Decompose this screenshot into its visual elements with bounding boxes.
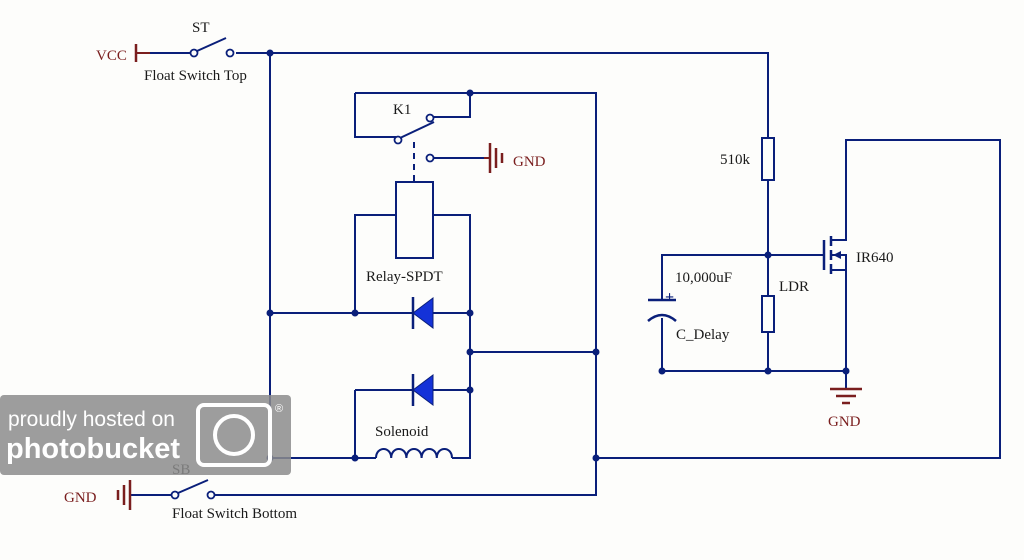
vcc-label: VCC xyxy=(96,48,127,64)
resistor-510k-label: 510k xyxy=(720,152,751,168)
st-label: ST xyxy=(192,20,210,36)
mosfet-drain xyxy=(831,235,847,241)
resistor-510k xyxy=(761,137,775,181)
mosfet-arrow xyxy=(833,251,841,259)
relay-no-contact xyxy=(425,113,435,123)
junction-dot-5 xyxy=(842,367,850,375)
relay-diode-triangle xyxy=(412,297,434,329)
k1-label: K1 xyxy=(393,102,411,118)
junction-dot-9 xyxy=(466,348,474,356)
wire-13 xyxy=(354,93,396,138)
watermark-background xyxy=(0,395,291,475)
capacitor-value-label: 10,000uF xyxy=(675,270,732,286)
relay-nc-contact xyxy=(425,153,435,163)
ldr-resistor xyxy=(761,295,775,333)
capacitor-plate-bottom xyxy=(647,313,677,322)
junction-dot-1 xyxy=(466,89,474,97)
wire-11 xyxy=(215,92,597,496)
junction-dot-6 xyxy=(266,309,274,317)
switch-st-contact-left xyxy=(189,48,199,58)
relay-gnd-label: GND xyxy=(513,154,546,170)
junction-dot-13 xyxy=(592,454,600,462)
components xyxy=(116,37,862,510)
junction-dot-3 xyxy=(764,367,772,375)
relay-coil xyxy=(395,181,434,259)
junction-dot-10 xyxy=(592,348,600,356)
switch-sb-contact-right xyxy=(206,490,216,500)
relay-common-contact xyxy=(393,135,403,145)
watermark-line2: photobucket xyxy=(6,433,180,465)
relay-label: Relay-SPDT xyxy=(366,269,443,285)
wire-1 xyxy=(236,52,769,138)
junction-dot-8 xyxy=(466,309,474,317)
switch-st-blade xyxy=(196,37,227,52)
wire-24 xyxy=(452,390,471,459)
wires xyxy=(130,52,1001,496)
left-gnd-label: GND xyxy=(64,490,97,506)
junction-dot-0 xyxy=(266,49,274,57)
junction-dot-12 xyxy=(351,454,359,462)
camera-lens-logo-icon xyxy=(196,403,272,467)
junction-dot-11 xyxy=(466,386,474,394)
float-switch-top-label: Float Switch Top xyxy=(144,68,247,84)
mosfet-label: IR640 xyxy=(856,250,894,266)
ldr-label: LDR xyxy=(779,279,809,295)
wire-7 xyxy=(661,318,846,372)
watermark-line1: proudly hosted on xyxy=(8,408,175,431)
solenoid-diode-triangle xyxy=(412,374,434,406)
junction-dot-7 xyxy=(351,309,359,317)
switch-sb-contact-left xyxy=(170,490,180,500)
switch-sb-blade xyxy=(177,479,209,494)
wire-9 xyxy=(596,139,1001,459)
watermark-registered: ® xyxy=(275,403,283,415)
junction-dot-2 xyxy=(764,251,772,259)
switch-st-contact-right xyxy=(225,48,235,58)
solenoid-label: Solenoid xyxy=(375,424,429,440)
relay-armature xyxy=(399,121,435,139)
photobucket-watermark: proudly hosted on photobucket ® xyxy=(0,395,291,475)
wire-18 xyxy=(354,214,396,313)
wire-19 xyxy=(433,214,471,390)
wire-14 xyxy=(433,93,471,118)
float-switch-bottom-label: Float Switch Bottom xyxy=(172,506,297,522)
junction-dot-4 xyxy=(658,367,666,375)
solenoid-coil xyxy=(375,448,453,459)
right-gnd-label: GND xyxy=(828,414,861,430)
capacitor-plus-sign: + xyxy=(665,289,674,306)
capacitor-name-label: C_Delay xyxy=(676,327,730,343)
wire-6 xyxy=(661,254,768,300)
